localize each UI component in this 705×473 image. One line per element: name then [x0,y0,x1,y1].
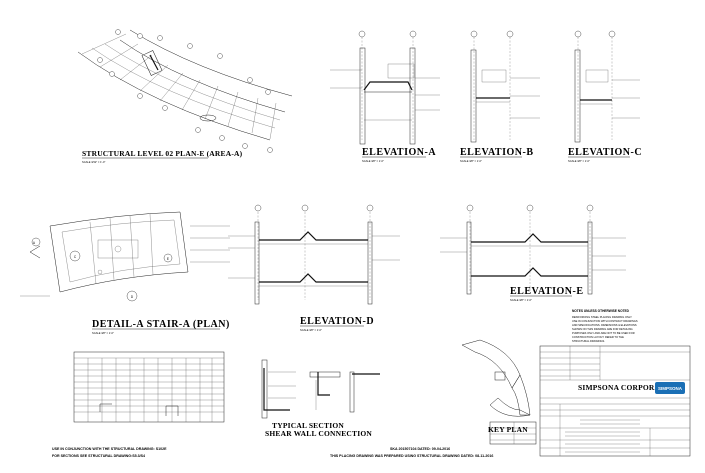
detail-grid-a: A [33,241,36,245]
note-line: PURPOSES ONLY AND ARE NOT TO BE USED FOR [572,331,635,335]
title-block: SIMPSONA CORPORATION SIMPSONA [539,345,691,457]
svg-text:SCALE 3/8" = 1'-0": SCALE 3/8" = 1'-0" [510,298,532,302]
footer-left-2: FOR SECTIONS SEE STRUCTURAL DRAWING:S5.3… [52,454,145,458]
elevation-d-title: ELEVATION-D [300,316,374,327]
detail-node-e: E [167,257,169,261]
key-plan: KEY PLAN [461,339,531,434]
note-line: SHOWN ON THIS DRAWING ARE FOR DETAILING [572,327,633,331]
plan-title: STRUCTURAL LEVEL 02 PLAN-E (AREA-A) [82,149,243,158]
detail-node-c: C [74,255,77,259]
company-name: SIMPSONA CORPORATION [578,383,680,392]
key-plan-title: KEY PLAN [488,425,528,434]
note-line: USE IN CONJUNCTION WITH CONTRACT DRAWING… [572,319,638,323]
small-legend-table [489,421,537,445]
plan-view: STRUCTURAL LEVEL 02 PLAN-E (AREA-A) SCAL… [77,29,293,164]
shear-wall-title: SHEAR WALL CONNECTION [265,429,372,438]
elevation-b-title: ELEVATION-B [460,147,533,158]
svg-text:SCALE 3/32" = 1'-0": SCALE 3/32" = 1'-0" [82,160,105,164]
detail-a-plan: A C D E DETAIL-A STAIR-A (PLAN) SCALE 3/… [20,211,230,335]
typical-sections: TYPICAL SECTION SHEAR WALL CONNECTION [261,359,380,438]
elevation-a: ELEVATION-A SCALE 3/8" = 1'-0" [330,30,440,163]
note-line: REINFORCING STEEL PLACING DRAWING ONLY [572,315,632,319]
footer-left-1: USE IN CONJUNCTION WITH THE STRUCTURAL D… [52,447,167,451]
notes-heading: NOTES UNLESS OTHERWISE NOTED [572,309,630,313]
elevation-d: ELEVATION-D SCALE 3/8" = 1'-0" [228,204,400,332]
svg-text:SCALE 3/8" = 1'-0": SCALE 3/8" = 1'-0" [460,159,482,163]
svg-text:SCALE 3/8" = 1'-0": SCALE 3/8" = 1'-0" [300,328,322,332]
detail-title: DETAIL-A STAIR-A (PLAN) [92,319,230,330]
note-line: AND SPECIFICATIONS. DIMENSIONS & ELEVATI… [572,323,637,327]
bar-schedule-table [73,351,225,423]
logo-text: SIMPSONA [658,386,683,391]
note-line: CONSTRUCTION LAYOUT. REFER TO THE [572,335,624,339]
elevation-a-title: ELEVATION-A [362,147,436,158]
svg-text:SCALE 3/8" = 1'-0": SCALE 3/8" = 1'-0" [362,159,384,163]
notes-block: NOTES UNLESS OTHERWISE NOTED REINFORCING… [572,309,638,343]
elevation-c: ELEVATION-C SCALE 3/8" = 1'-0" [568,30,642,163]
elevation-b: ELEVATION-B SCALE 3/8" = 1'-0" [460,30,540,163]
elevation-e: ELEVATION-E SCALE 3/8" = 1'-0" [440,204,626,302]
typical-section-title: TYPICAL SECTION [272,421,344,430]
elevation-e-title: ELEVATION-E [510,286,583,297]
detail-node-d: D [131,295,134,299]
svg-text:SCALE 3/8" = 1'-0": SCALE 3/8" = 1'-0" [92,331,114,335]
note-line: STRUCTURAL DRAWINGS. [572,339,605,343]
svg-text:SCALE 3/8" = 1'-0": SCALE 3/8" = 1'-0" [568,159,590,163]
footer-center-2: THIS PLACING DRAWING WAS PREPARED USING … [330,454,493,458]
footer-notes: USE IN CONJUNCTION WITH THE STRUCTURAL D… [52,447,493,458]
elevation-c-title: ELEVATION-C [568,147,642,158]
company-logo: SIMPSONA [655,382,685,394]
footer-center-1: SKA 201507104 DATED: 09-04-2016 [390,447,450,451]
